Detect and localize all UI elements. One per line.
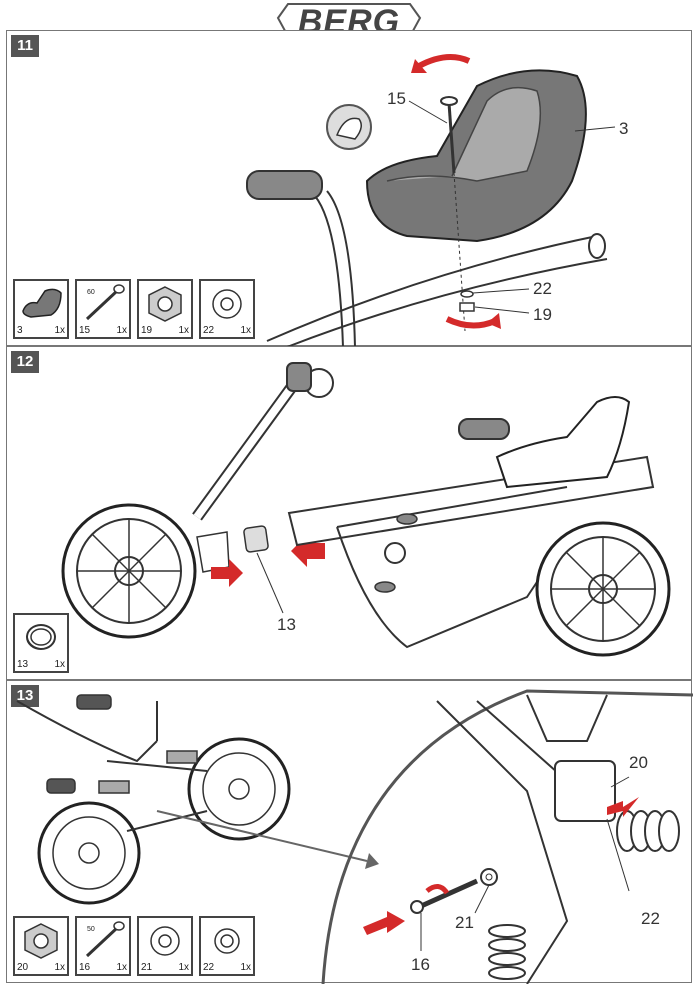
seat-icon bbox=[22, 288, 62, 318]
part-number: 13 bbox=[17, 659, 29, 670]
front-axle-illustration bbox=[61, 362, 671, 657]
bolt-length: 60 bbox=[87, 289, 95, 296]
part-number: 15 bbox=[79, 325, 91, 336]
steering-link-illustration bbox=[16, 689, 693, 984]
part-number: 3 bbox=[17, 325, 23, 336]
part-number: 19 bbox=[141, 325, 153, 336]
part-box-22: 22 1x bbox=[199, 279, 255, 339]
part-qty: 1x bbox=[116, 325, 127, 336]
part-number: 21 bbox=[141, 962, 153, 973]
step-12-panel: 12 bbox=[6, 346, 692, 680]
washer-icon bbox=[214, 928, 240, 954]
part-box-16: 50 16 1x bbox=[75, 916, 131, 976]
part-qty: 1x bbox=[178, 962, 189, 973]
parts-list: 20 1x 50 16 1x 21 1x 22 1x bbox=[13, 916, 255, 976]
nut-icon bbox=[148, 286, 182, 322]
callout-21: 21 bbox=[455, 913, 474, 932]
bolt-length: 50 bbox=[87, 926, 95, 933]
step-number: 12 bbox=[11, 351, 39, 373]
part-qty: 1x bbox=[116, 962, 127, 973]
part-box-20: 20 1x bbox=[13, 916, 69, 976]
part-qty: 1x bbox=[240, 962, 251, 973]
bushing-icon bbox=[26, 624, 56, 650]
grip-icon bbox=[286, 362, 312, 392]
callout-22: 22 bbox=[533, 279, 552, 298]
part-qty: 1x bbox=[54, 659, 65, 670]
bolt-icon bbox=[85, 284, 125, 321]
part-number: 22 bbox=[203, 962, 215, 973]
step-11-panel: 11 15 3 22 19 bbox=[6, 30, 692, 347]
callout-20: 20 bbox=[629, 753, 648, 772]
washer-icon bbox=[212, 289, 242, 319]
part-number: 16 bbox=[79, 962, 91, 973]
callout-19: 19 bbox=[533, 305, 552, 324]
callout-13: 13 bbox=[277, 615, 296, 634]
part-box-15: 60 15 1x bbox=[75, 279, 131, 339]
parts-list: 3 1x 60 15 1x 19 1x 22 1x bbox=[13, 279, 255, 339]
nut-icon bbox=[24, 923, 58, 959]
callout-22: 22 bbox=[641, 909, 660, 928]
part-number: 22 bbox=[203, 325, 215, 336]
seat-assembly-illustration bbox=[246, 54, 616, 347]
washer-icon bbox=[150, 926, 180, 956]
part-box-13: 13 1x bbox=[13, 613, 69, 673]
part-box-22: 22 1x bbox=[199, 916, 255, 976]
step-number: 11 bbox=[11, 35, 39, 57]
bolt-icon bbox=[85, 921, 125, 958]
part-number: 20 bbox=[17, 962, 29, 973]
callout-3: 3 bbox=[619, 119, 629, 138]
grip-icon bbox=[246, 170, 323, 200]
callout-16: 16 bbox=[411, 955, 430, 974]
part-box-3: 3 1x bbox=[13, 279, 69, 339]
part-qty: 1x bbox=[54, 962, 65, 973]
callout-15: 15 bbox=[387, 89, 406, 108]
part-box-19: 19 1x bbox=[137, 279, 193, 339]
part-qty: 1x bbox=[54, 325, 65, 336]
parts-list: 13 1x bbox=[13, 613, 69, 673]
part-qty: 1x bbox=[240, 325, 251, 336]
part-qty: 1x bbox=[178, 325, 189, 336]
step-13-panel: 13 bbox=[6, 680, 693, 984]
part-box-21: 21 1x bbox=[137, 916, 193, 976]
